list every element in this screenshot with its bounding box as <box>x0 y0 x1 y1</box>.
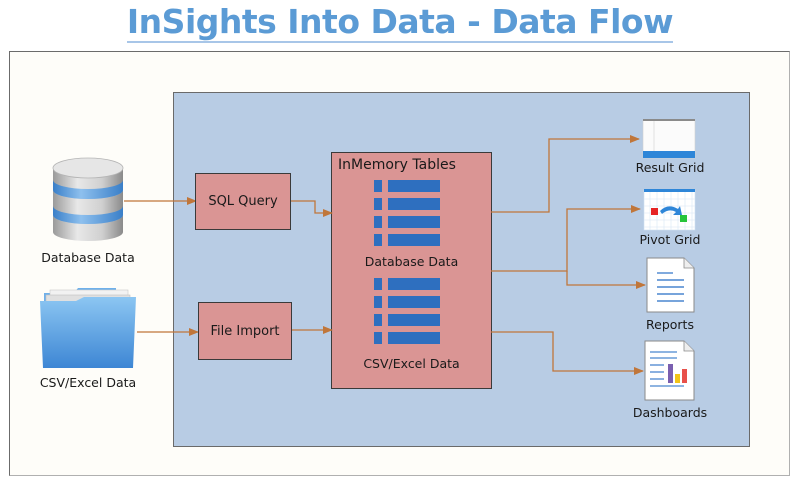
dashboard-document-icon <box>644 340 695 401</box>
table-label-csv: CSV/Excel Data <box>363 356 460 371</box>
connector-sql-to-memory <box>291 200 333 217</box>
source-label-database: Database Data <box>41 250 135 265</box>
output-label-reports: Reports <box>646 317 694 332</box>
result-grid-icon <box>642 119 696 159</box>
sql-query-box: SQL Query <box>195 173 291 230</box>
connectors <box>124 135 646 375</box>
output-label-dashboards: Dashboards <box>632 405 708 420</box>
connector-memory-to-pivot-grid <box>491 205 641 272</box>
folder-icon <box>40 288 136 368</box>
table-icon-database <box>374 180 440 246</box>
table-label-database: Database Data <box>364 254 459 269</box>
inmemory-tables-title: InMemory Tables <box>338 157 456 173</box>
pivot-grid-icon <box>643 189 696 231</box>
file-import-label: File Import <box>210 323 280 339</box>
source-label-csv: CSV/Excel Data <box>39 375 137 390</box>
file-import-box: File Import <box>198 302 292 360</box>
connector-memory-to-result-grid <box>491 135 640 213</box>
connector-memory-to-reports <box>566 271 646 289</box>
output-label-pivot-grid: Pivot Grid <box>639 232 701 247</box>
connector-memory-to-dashboards <box>491 331 644 375</box>
output-label-result-grid: Result Grid <box>635 160 705 175</box>
report-document-icon <box>646 257 695 313</box>
sql-query-label: SQL Query <box>208 194 278 209</box>
diagram-title-text: InSights Into Data - Data Flow <box>126 2 674 43</box>
diagram-title: InSights Into Data - Data Flow <box>0 2 800 43</box>
database-icon <box>52 157 124 241</box>
table-icon-csv <box>374 278 440 344</box>
